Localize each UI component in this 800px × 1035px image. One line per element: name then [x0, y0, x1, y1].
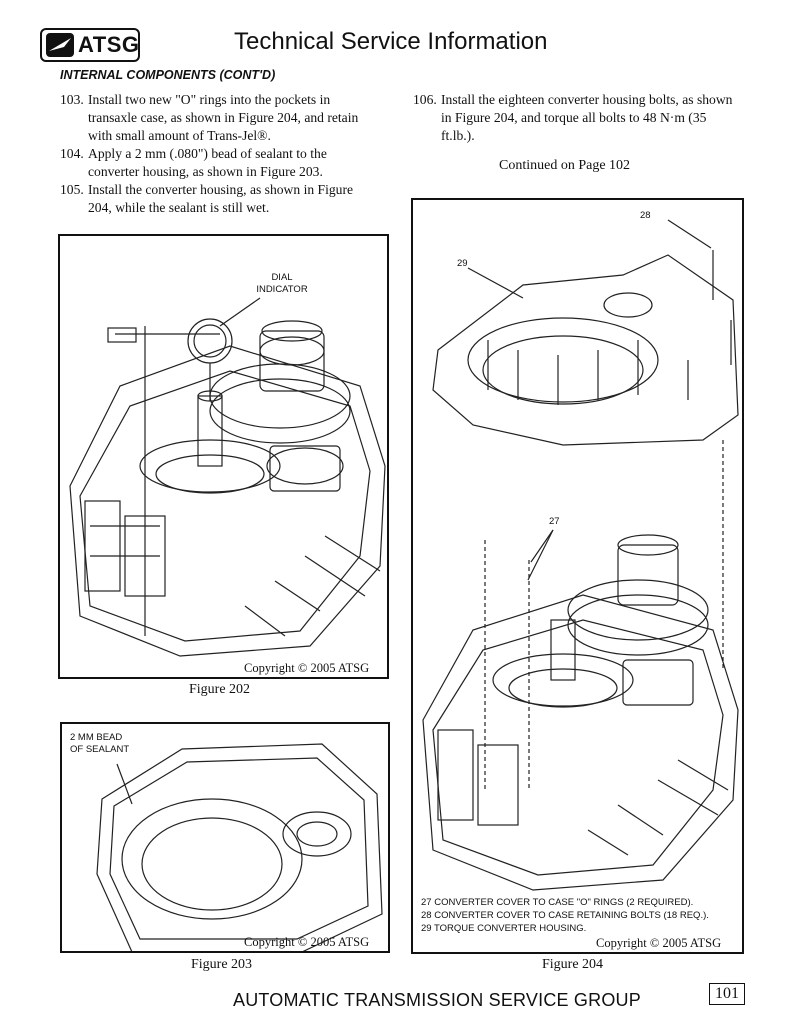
callout-line: 2 MM BEAD — [70, 732, 123, 743]
step-text: Install the converter housing, as shown … — [88, 182, 354, 215]
logo-text: ATSG — [78, 32, 140, 57]
step-number: 105. — [60, 182, 84, 197]
callout-line: OF SEALANT — [70, 744, 130, 755]
figure-204-frame: 28 29 27 27 CONVERTER COVER TO CASE "O" … — [411, 198, 744, 954]
converter-housing-install-illustration — [422, 219, 739, 891]
copyright-text: Copyright © 2005 ATSG — [244, 935, 370, 949]
step-text: Install two new "O" rings into the pocke… — [88, 92, 359, 143]
figure-204-caption: Figure 204 — [542, 957, 604, 972]
converter-housing-sealant-illustration — [96, 743, 383, 951]
callout-29: 29 — [457, 258, 468, 269]
step-number: 103. — [60, 92, 84, 107]
steps-right-column: 106. Install the eighteen converter hous… — [413, 91, 743, 145]
figure-202-caption: Figure 202 — [189, 682, 251, 697]
copyright-text: Copyright © 2005 ATSG — [596, 936, 722, 950]
figure-203-frame: 2 MM BEAD OF SEALANT Copyright © 2005 AT… — [60, 722, 390, 953]
figure-204-legend: 27 CONVERTER COVER TO CASE "O" RINGS (2 … — [421, 896, 709, 935]
logo-badge-icon — [46, 33, 74, 57]
section-heading: INTERNAL COMPONENTS (CONT'D) — [60, 68, 276, 82]
continued-note: Continued on Page 102 — [499, 158, 631, 173]
callout-dial-indicator: DIAL INDICATOR — [252, 272, 312, 296]
footer-text: AUTOMATIC TRANSMISSION SERVICE GROUP — [233, 990, 641, 1010]
figure-202-frame: DIAL INDICATOR Copyright © 2005 ATSG — [58, 234, 389, 679]
page-number: 101 — [709, 983, 745, 1005]
step-104: 104. Apply a 2 mm (.080") bead of sealan… — [60, 145, 380, 181]
callout-line: INDICATOR — [256, 284, 308, 295]
copyright-text: Copyright © 2005 ATSG — [244, 661, 370, 675]
legend-item-29: 29 TORQUE CONVERTER HOUSING. — [421, 923, 587, 934]
transaxle-dial-indicator-illustration — [69, 297, 386, 657]
callout-sealant-bead: 2 MM BEAD OF SEALANT — [70, 732, 129, 756]
legend-item-27: 27 CONVERTER COVER TO CASE "O" RINGS (2 … — [421, 897, 694, 908]
figure-203-caption: Figure 203 — [191, 957, 253, 972]
step-103: 103. Install two new "O" rings into the … — [60, 91, 380, 145]
page-title: Technical Service Information — [234, 28, 548, 55]
atsg-logo: ATSG — [40, 28, 140, 62]
step-text: Apply a 2 mm (.080") bead of sealant to … — [88, 146, 327, 179]
legend-item-28: 28 CONVERTER COVER TO CASE RETAINING BOL… — [421, 910, 709, 921]
callout-27: 27 — [549, 516, 560, 527]
steps-left-column: 103. Install two new "O" rings into the … — [60, 91, 380, 217]
step-text: Install the eighteen converter housing b… — [441, 92, 733, 143]
step-106: 106. Install the eighteen converter hous… — [413, 91, 743, 145]
callout-28: 28 — [640, 210, 651, 221]
step-number: 104. — [60, 146, 84, 161]
callout-line: DIAL — [271, 272, 293, 283]
step-number: 106. — [413, 92, 437, 107]
step-105: 105. Install the converter housing, as s… — [60, 181, 380, 217]
